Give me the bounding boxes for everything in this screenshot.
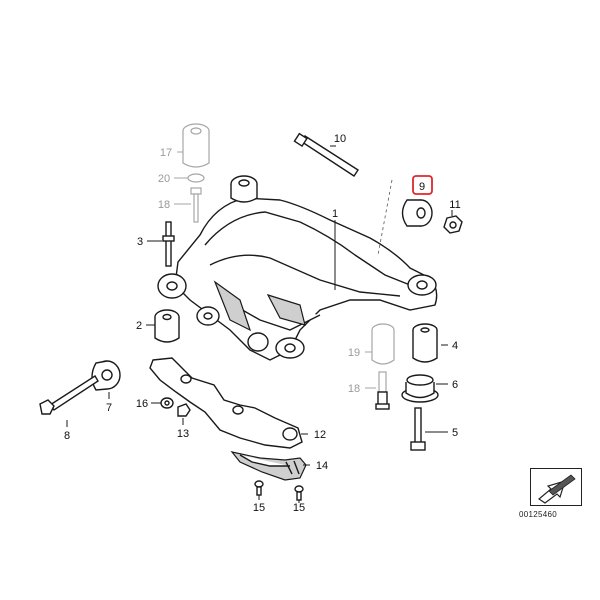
- callout-16: 16: [136, 398, 148, 410]
- highlight-box-part-9: [412, 175, 433, 195]
- part-8-bolt: [39, 375, 99, 415]
- part-7-bushing: [91, 360, 121, 391]
- callout-labels: 1 10 17 20 18 3 2 9 11 19 18 4 6 5 7 8 1…: [64, 133, 461, 514]
- rear-subframe: [157, 175, 438, 361]
- callout-13: 13: [177, 428, 189, 440]
- part-12-bracket: [149, 357, 303, 449]
- callout-9: 9: [419, 181, 425, 193]
- callout-17: 17: [160, 147, 172, 159]
- part-15-screw-left: [254, 480, 264, 496]
- callout-15-left: 15: [253, 502, 265, 514]
- callout-11: 11: [449, 199, 460, 211]
- callout-1: 1: [332, 208, 338, 220]
- callout-12: 12: [314, 429, 326, 441]
- callout-4: 4: [452, 340, 458, 352]
- part-19-bushing: [371, 323, 395, 365]
- callout-19: 19: [348, 347, 360, 359]
- callout-8: 8: [64, 430, 70, 442]
- part-4-bushing: [412, 323, 438, 363]
- callout-20: 20: [158, 173, 170, 185]
- part-18-bolt-lower: [375, 371, 390, 410]
- callout-6: 6: [452, 379, 458, 391]
- part-10-bolt: [293, 132, 359, 177]
- callout-7: 7: [106, 402, 112, 414]
- callout-5: 5: [452, 427, 458, 439]
- part-3-stud: [162, 221, 175, 267]
- document-id: 00125460: [519, 510, 557, 519]
- callout-10: 10: [334, 133, 346, 145]
- part-20-washer: [187, 173, 205, 183]
- callout-15-right: 15: [293, 502, 305, 514]
- callout-3: 3: [137, 236, 143, 248]
- part-9-bushing: [401, 199, 433, 227]
- part-14-shield: [230, 451, 307, 481]
- part-17-bushing: [182, 123, 210, 168]
- part-6-mount: [401, 374, 439, 403]
- callout-14: 14: [316, 460, 328, 472]
- part-15-screw-right: [294, 485, 304, 501]
- part-18-bolt-top: [190, 187, 202, 223]
- callout-18-top: 18: [158, 199, 170, 211]
- leader-lines: [66, 145, 453, 503]
- arrow-stamp-icon: [530, 468, 582, 506]
- part-13-bolt: [177, 403, 191, 417]
- callout-18-lower: 18: [348, 383, 360, 395]
- part-16-nut: [160, 397, 174, 409]
- callout-2: 2: [136, 320, 142, 332]
- part-11-nut: [443, 215, 463, 234]
- part-5-bolt: [410, 407, 426, 451]
- part-2-bushing: [154, 309, 180, 343]
